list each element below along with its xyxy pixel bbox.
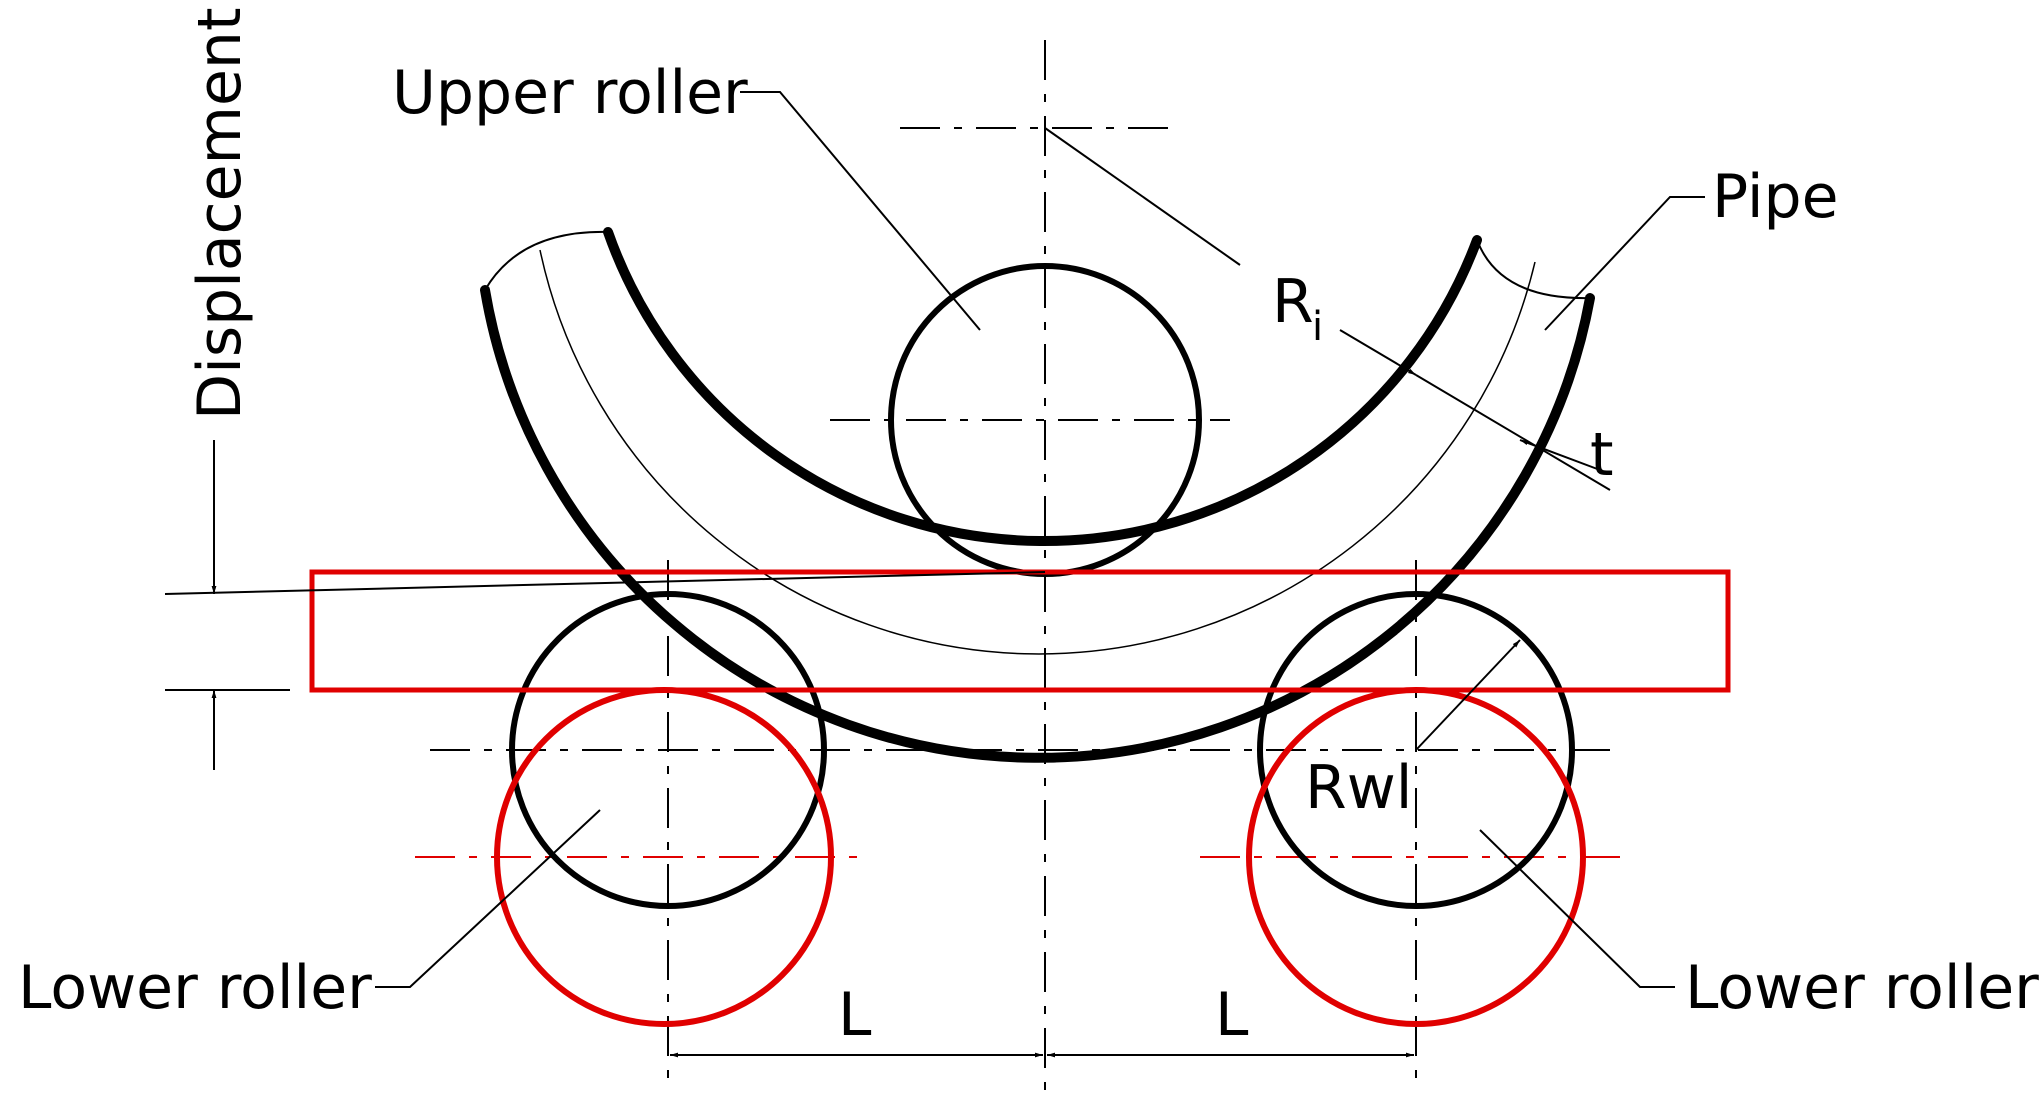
inner-radius-arrow (1339, 329, 1417, 376)
pipe-inner-wall (603, 227, 1482, 547)
pipe-outer-wall (480, 285, 1595, 763)
pipe-left-end-cap (484, 230, 609, 291)
lower-radius-arrow (1415, 639, 1521, 751)
right-lower-roller-leader (1479, 829, 1675, 988)
inner-radius-label: R (1272, 267, 1314, 337)
right-lower-roller-label: Lower roller (1685, 953, 2039, 1023)
thickness-label: t (1590, 420, 1614, 490)
left-lower-roller-label: Lower roller (18, 953, 372, 1023)
span-left-label: L (838, 980, 872, 1050)
lower-radius-label: Rwl (1305, 753, 1412, 823)
inner-radius-leader (1044, 127, 1241, 266)
pipe-right-end-cap (1476, 239, 1591, 300)
span-right-label: L (1215, 980, 1249, 1050)
left-lower-roller (509, 591, 827, 909)
displacement-top-reference (164, 571, 1046, 595)
thickness-leader (1415, 374, 1611, 491)
inner-radius-subscript: i (1312, 304, 1323, 350)
upper-roller-label: Upper roller (392, 58, 748, 128)
pipe-label: Pipe (1712, 162, 1839, 232)
left-lower-roller-leader (375, 809, 601, 988)
pipe-mid-wall (539, 249, 1536, 655)
displacement-label: Displacement (185, 8, 255, 420)
thickness-arrow (1519, 439, 1601, 471)
pipe-leader (1544, 196, 1705, 331)
upper-roller-leader (740, 91, 981, 331)
right-lower-roller (1257, 591, 1575, 909)
